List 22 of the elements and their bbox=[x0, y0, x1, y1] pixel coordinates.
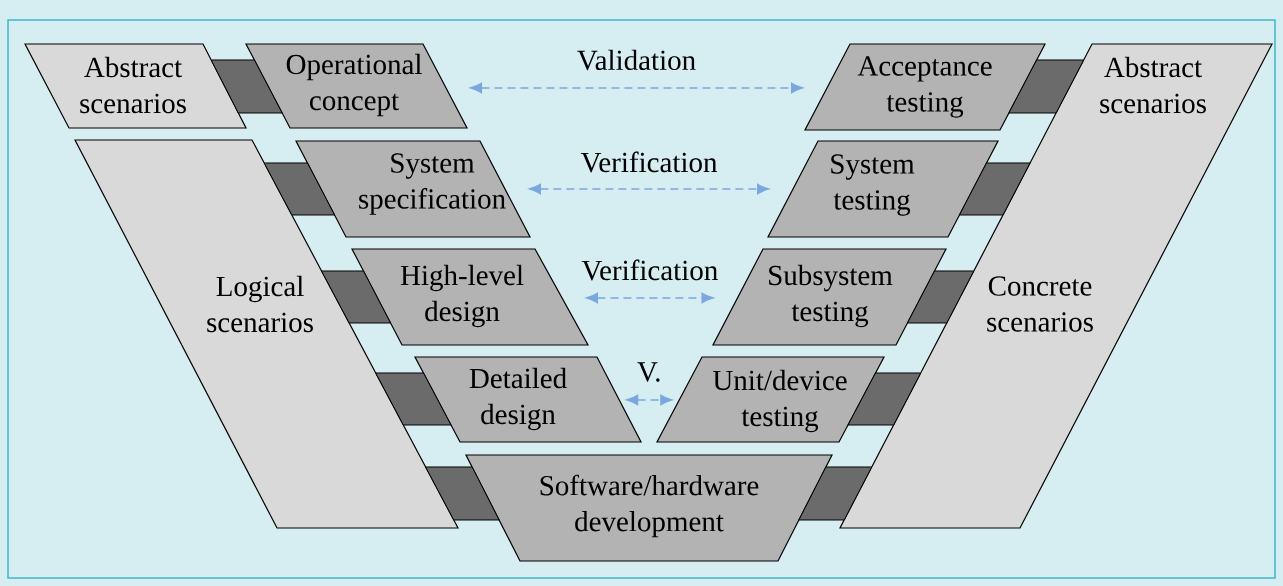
parallelogram-box: Operational concept bbox=[245, 43, 468, 129]
connector-band bbox=[210, 59, 283, 114]
parallelogram-box: System testing bbox=[767, 140, 999, 238]
connector-band bbox=[958, 162, 1031, 216]
dashed-arrow bbox=[469, 82, 804, 94]
connector-band bbox=[906, 270, 975, 324]
connector-band bbox=[1008, 59, 1085, 114]
connector-band bbox=[375, 372, 452, 426]
dashed-arrow bbox=[585, 292, 714, 304]
parallelogram-box: System specification bbox=[295, 140, 531, 238]
edge-label: Verification bbox=[580, 151, 718, 173]
parallelogram-box: Acceptance testing bbox=[804, 43, 1046, 131]
dashed-arrow bbox=[528, 183, 770, 195]
connector-band bbox=[425, 466, 500, 521]
parallelogram-box: Software/hardware development bbox=[465, 454, 833, 562]
connector-band bbox=[321, 270, 392, 324]
edge-label: Validation bbox=[577, 49, 696, 71]
connector-band bbox=[847, 372, 922, 426]
parallelogram-box: Abstract scenarios bbox=[24, 43, 247, 129]
dashed-arrow bbox=[626, 394, 673, 406]
connector-band bbox=[798, 466, 873, 521]
connector-band bbox=[263, 162, 336, 216]
